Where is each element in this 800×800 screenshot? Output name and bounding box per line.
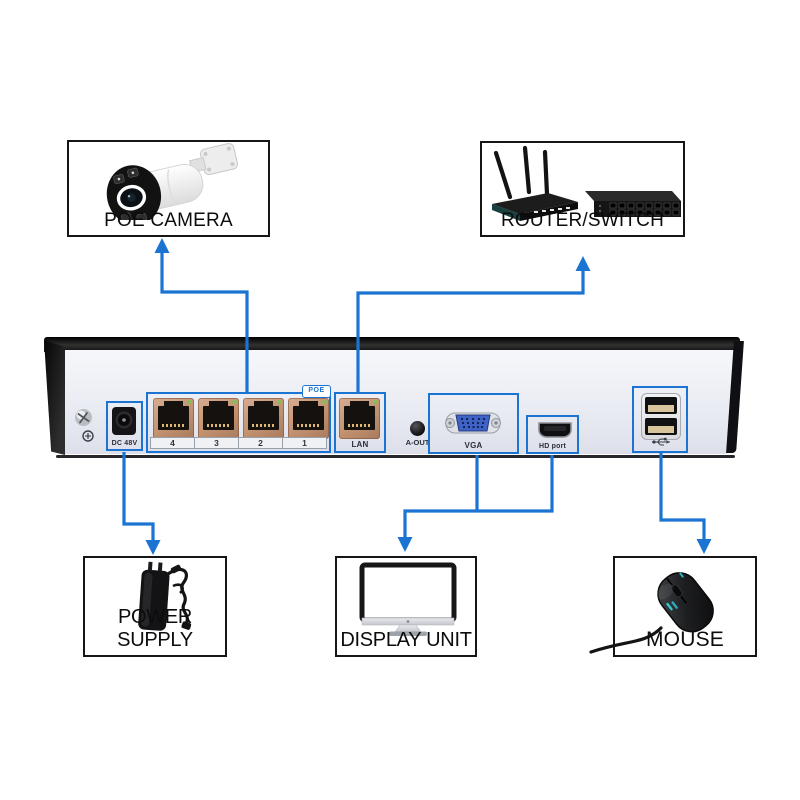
poe-port-1-icon	[288, 398, 329, 439]
hd-port-box: HD port	[526, 415, 579, 454]
poe-camera-box: POE CAMERA	[67, 140, 270, 237]
lan-port-icon	[339, 398, 380, 439]
ground-icon	[82, 430, 94, 442]
dc-jack-icon	[112, 407, 136, 435]
display-unit-label: DISPLAY UNIT	[340, 629, 472, 651]
port-number-3: 3	[195, 438, 239, 448]
device-left-edge	[44, 340, 65, 455]
router-switch-icon	[492, 145, 681, 221]
lan-port-label: LAN	[351, 440, 369, 449]
arrowhead-up-router	[575, 256, 591, 271]
dc-power-port-box: DC 48V	[106, 401, 143, 451]
vga-connector-icon	[445, 412, 501, 434]
lan-port-box: LAN	[334, 392, 386, 453]
router-switch-box: ROUTER/SWITCH	[480, 141, 685, 237]
poe-tag: POE	[302, 385, 331, 398]
arrowhead-down-display	[397, 537, 413, 552]
audio-out-jack-icon	[410, 421, 425, 436]
mouse-box: MOUSE	[589, 556, 757, 657]
poe-ports-group-box: POE 4 3 2 1	[146, 385, 331, 453]
screw-icon	[75, 409, 92, 426]
usb-ports-box	[632, 386, 688, 453]
power-supply-label: POWER SUPPLY	[117, 606, 193, 651]
wire-video-to-display	[403, 455, 554, 538]
poe-camera-icon	[106, 143, 238, 220]
port-number-1: 1	[302, 438, 307, 448]
port-number-strip: 4 3 2 1	[150, 437, 327, 449]
poe-port-2-icon	[243, 398, 284, 439]
arrowhead-down-mouse	[696, 539, 712, 554]
arrowhead-up-camera	[154, 238, 170, 253]
nvr-rear-panel: DC 48V POE 4 3 2 1 LAN A-OUT	[44, 337, 744, 458]
device-bottom-edge	[56, 455, 735, 458]
display-unit-box: DISPLAY UNIT	[335, 556, 477, 657]
power-supply-icon	[138, 561, 192, 631]
wire-dc-to-power	[122, 452, 155, 541]
usb-symbol-icon	[652, 437, 670, 446]
mouse-icon	[589, 572, 714, 654]
dc-port-label: DC 48V	[111, 440, 138, 447]
poe-camera-label: POE CAMERA	[104, 210, 233, 231]
vga-port-label: VGA	[464, 441, 483, 450]
usb-stack-icon	[641, 393, 681, 440]
arrowhead-down-power	[145, 540, 161, 555]
display-unit-icon	[359, 562, 457, 636]
hd-port-label: HD port	[538, 443, 567, 450]
power-supply-box: POWER SUPPLY	[83, 556, 227, 657]
port-number-4: 4	[151, 438, 195, 448]
mouse-label: MOUSE	[645, 628, 724, 651]
wire-usb-to-mouse	[659, 452, 706, 540]
audio-out-label: A-OUT	[405, 438, 430, 447]
poe-port-4-icon	[153, 398, 194, 439]
poe-port-3-icon	[198, 398, 239, 439]
hdmi-connector-icon	[538, 422, 572, 438]
port-number-2: 2	[239, 438, 283, 448]
router-switch-label: ROUTER/SWITCH	[500, 210, 665, 231]
vga-port-box: VGA	[428, 393, 519, 454]
